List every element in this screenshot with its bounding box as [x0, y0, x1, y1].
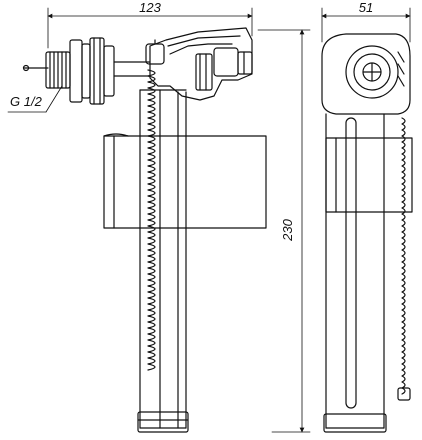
riser-pipe	[139, 89, 187, 429]
thread-leader	[45, 85, 63, 113]
front-view	[321, 7, 413, 433]
front-rod-end	[397, 387, 411, 401]
inlet-nut	[69, 37, 115, 105]
dimension-label-51: 51	[359, 0, 373, 15]
pipe-bottom-cap	[137, 411, 189, 433]
inlet-pin-tip	[22, 64, 30, 72]
front-adjustment-rod	[401, 117, 406, 395]
thread-size-label: G 1/2	[10, 94, 43, 109]
adjustment-spring	[147, 69, 156, 371]
front-float	[325, 137, 413, 213]
height-dimension	[257, 29, 311, 433]
front-valve-head	[321, 33, 411, 115]
front-bottom-cap	[323, 413, 387, 433]
adjustment-spring-upper	[145, 39, 165, 65]
inlet-thread	[45, 51, 71, 89]
dimension-label-123: 123	[139, 0, 161, 15]
front-riser-pipe	[325, 113, 385, 429]
valve-head	[149, 27, 253, 101]
float-body	[103, 133, 267, 229]
dimension-label-230: 230	[280, 218, 295, 241]
side-view	[7, 7, 267, 433]
